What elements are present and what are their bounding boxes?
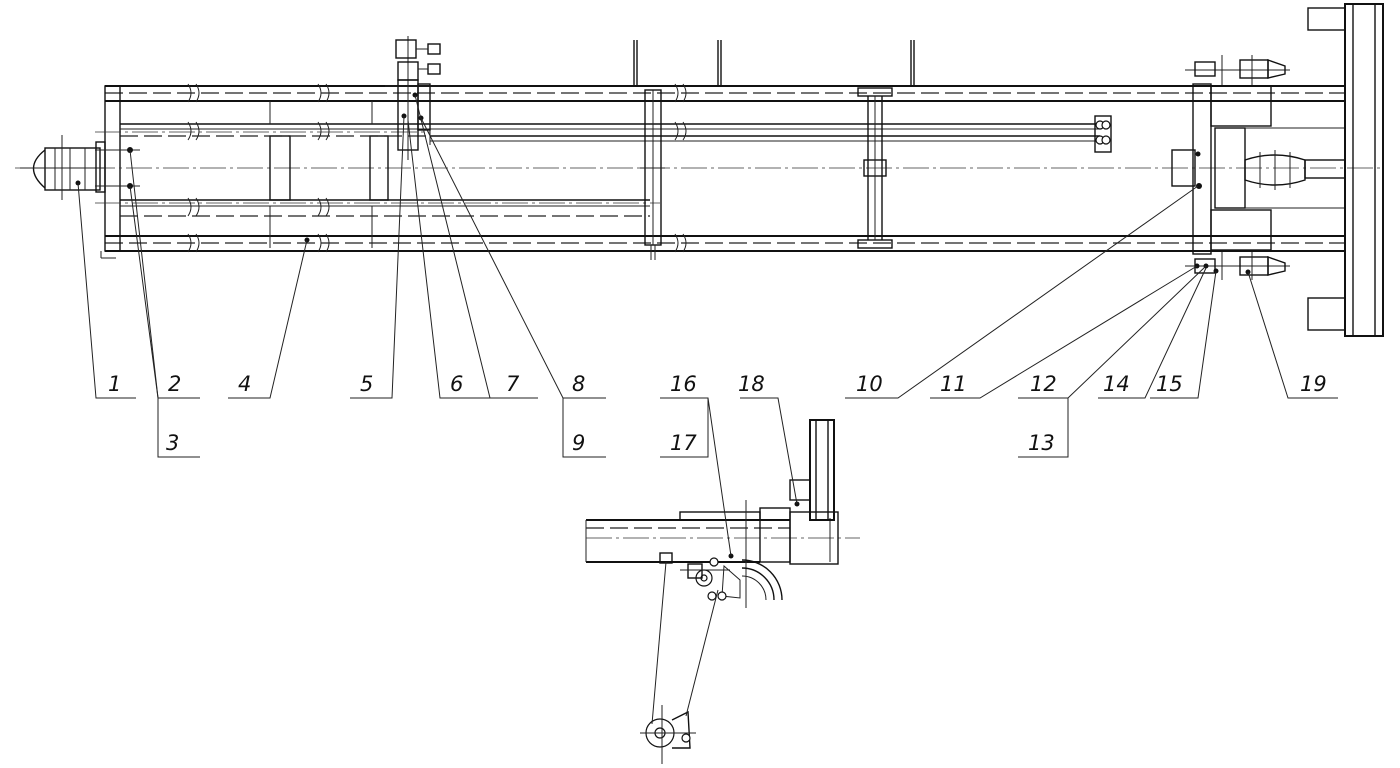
callout-2: 2 — [168, 372, 181, 396]
callout-labels: 1 2 3 4 5 6 7 8 9 10 11 12 13 14 15 16 1… — [108, 372, 1327, 455]
callout-10: 10 — [856, 372, 883, 396]
clamp-unit — [385, 36, 441, 160]
callout-19: 19 — [1300, 372, 1327, 396]
callout-12: 12 — [1030, 372, 1057, 396]
callout-18: 18 — [738, 372, 765, 396]
callout-11: 11 — [940, 372, 967, 396]
callout-13: 13 — [1028, 431, 1055, 455]
callout-16: 16 — [670, 372, 697, 396]
callout-9: 9 — [572, 431, 585, 455]
left-bolts — [75, 147, 310, 243]
callout-15: 15 — [1156, 372, 1183, 396]
callout-5: 5 — [360, 372, 373, 396]
callout-7: 7 — [506, 372, 520, 396]
callout-17: 17 — [670, 431, 697, 455]
right-end-assembly — [1171, 3, 1384, 337]
callout-8: 8 — [572, 372, 585, 396]
callout-6: 6 — [450, 372, 463, 396]
leader-lines — [77, 94, 1338, 725]
side-view — [585, 419, 860, 764]
callout-4: 4 — [238, 372, 251, 396]
left-pulley — [20, 135, 106, 200]
callout-14: 14 — [1103, 372, 1130, 396]
callout-3: 3 — [166, 431, 179, 455]
callout-1: 1 — [108, 372, 121, 396]
main-frame — [15, 3, 1384, 337]
